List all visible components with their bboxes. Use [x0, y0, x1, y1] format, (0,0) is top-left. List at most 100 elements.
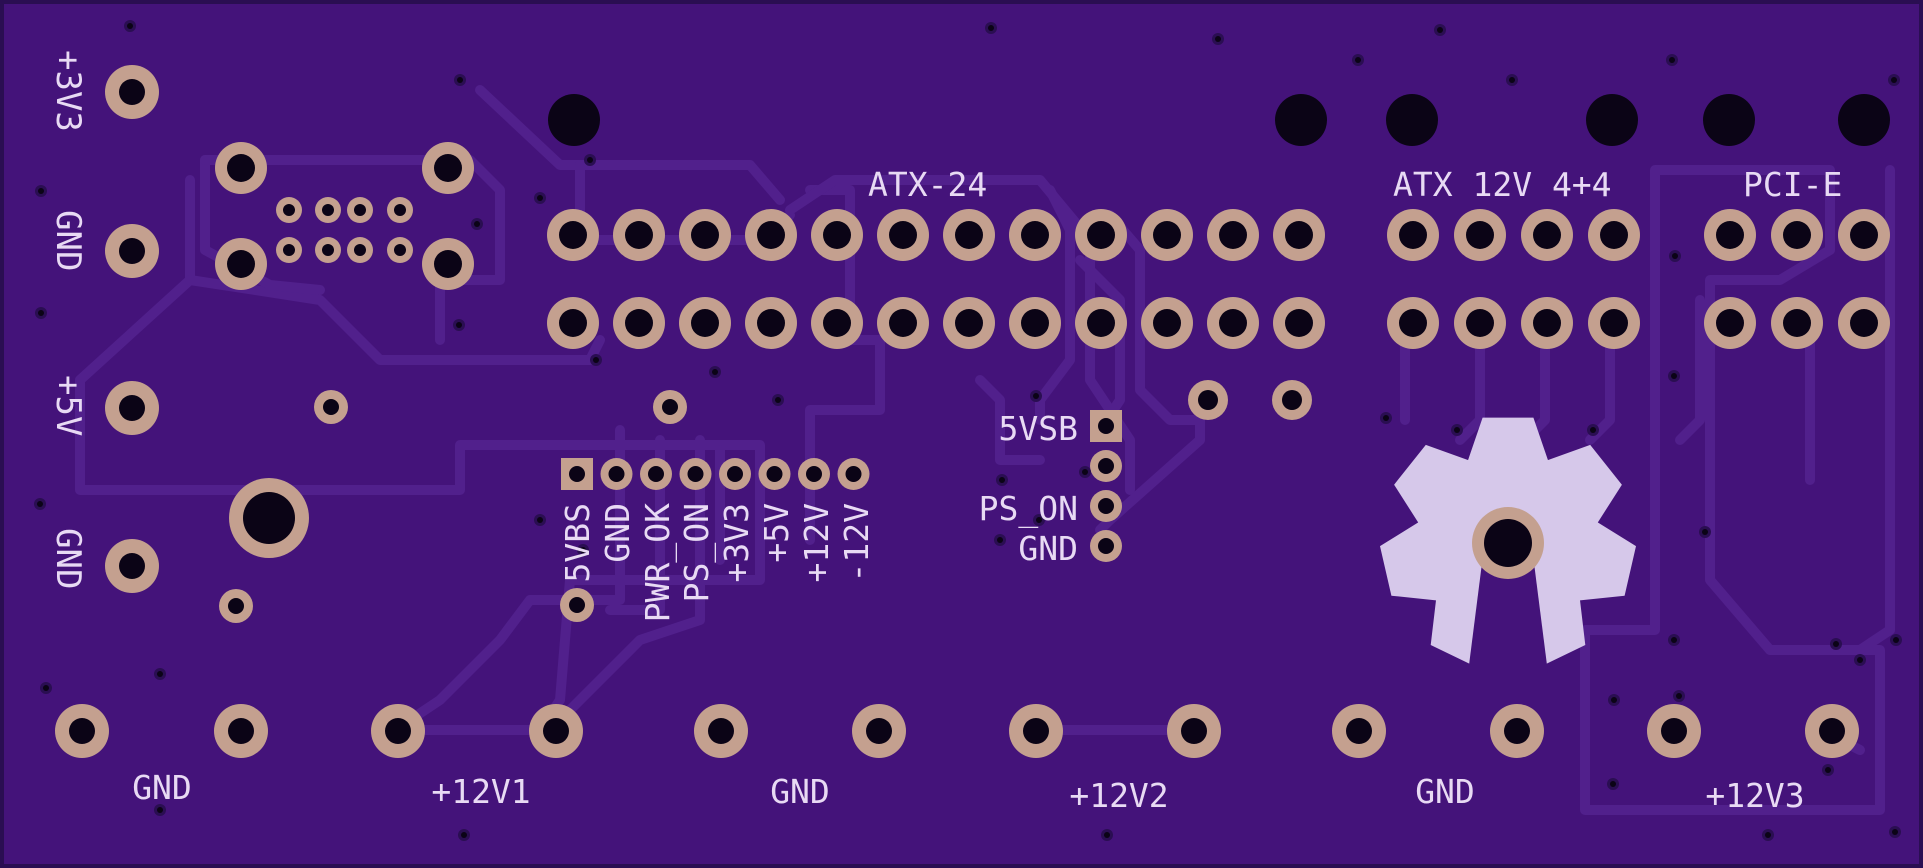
- label-header-3v3: +3V3: [717, 503, 756, 582]
- label-header-12v: +12V: [797, 503, 836, 582]
- usb-pin-1: [276, 197, 302, 223]
- pcie-pin-bottom-1-hole: [1716, 309, 1744, 337]
- usb-shield-1: [215, 142, 267, 194]
- label-switch-ps-on: PS_ON: [979, 489, 1078, 529]
- atx24-pin-bottom-6: [877, 297, 929, 349]
- via-hole-1: [127, 23, 133, 29]
- switch-pin-2: [1090, 450, 1122, 482]
- usb-footprint: [215, 142, 474, 290]
- left-pad-1: [105, 65, 159, 119]
- label-bottom-gnd-2: GND: [770, 772, 830, 811]
- atx24-pin-bottom-9: [1075, 297, 1127, 349]
- pcie-pin-bottom-2-hole: [1783, 309, 1811, 337]
- atx24-pin-top-2: [613, 209, 665, 261]
- via-22: [1822, 764, 1834, 776]
- atx24-pin-bottom-6-hole: [889, 309, 917, 337]
- bottom-pad-4: [529, 704, 583, 758]
- misc-pad-4: [560, 588, 594, 622]
- bottom-pad-9-hole: [1346, 718, 1372, 744]
- atx12v-pin-bottom-1-hole: [1399, 309, 1427, 337]
- bottom-pad-3-hole: [385, 718, 411, 744]
- via-34: [1033, 514, 1045, 526]
- bottom-pad-8-hole: [1181, 718, 1207, 744]
- atx24-pin-bottom-10-hole: [1153, 309, 1181, 337]
- atx12v-pin-top-3-hole: [1533, 221, 1561, 249]
- header-pin-4: [679, 458, 712, 490]
- atx24-pin-top-9: [1075, 209, 1127, 261]
- via-hole-7: [1891, 77, 1897, 83]
- header-pin-7-hole: [806, 466, 822, 482]
- via-hole-27: [1833, 641, 1839, 647]
- header-pin-3-hole: [648, 466, 664, 482]
- via-47: [1854, 654, 1866, 666]
- atx24-pin-bottom-5: [811, 297, 863, 349]
- bottom-pad-3: [371, 704, 425, 758]
- via-24: [1607, 778, 1619, 790]
- via-hole-29: [1702, 529, 1708, 535]
- atx24-pin-bottom-1: [547, 297, 599, 349]
- via-hole-43: [1383, 415, 1389, 421]
- label-atx12v: ATX 12V 4+4: [1393, 165, 1612, 204]
- label-switch-5vsb: 5VSB: [999, 409, 1078, 448]
- switch-pin-4: [1090, 530, 1122, 562]
- via-hole-41: [537, 517, 543, 523]
- bottom-pad-12: [1805, 704, 1859, 758]
- atx24-pin-bottom-12-hole: [1285, 309, 1313, 337]
- atx24-pin-bottom-9-hole: [1087, 309, 1115, 337]
- status-header: [561, 458, 870, 490]
- atx24-pin-top-10: [1141, 209, 1193, 261]
- header-pin-7: [798, 458, 830, 490]
- usb-pin-1-hole: [283, 204, 295, 216]
- via-38: [709, 366, 721, 378]
- misc-pad-2-hole: [662, 399, 678, 415]
- header-pin-8: [837, 458, 870, 490]
- pcie-pin-top-3: [1838, 209, 1890, 261]
- switch-pin-1-hole: [1098, 418, 1114, 434]
- atx24-pin-bottom-10: [1141, 297, 1193, 349]
- via-1: [124, 20, 136, 32]
- bottom-pad-9: [1332, 704, 1386, 758]
- via-hole-3: [1215, 36, 1221, 42]
- via-hole-6: [1669, 57, 1675, 63]
- misc-pad-6: [1272, 380, 1312, 420]
- atx24-pin-bottom-4-hole: [757, 309, 785, 337]
- label-bottom-gnd-1: GND: [132, 768, 192, 807]
- via-33: [996, 474, 1008, 486]
- switch-pin-1: [1090, 410, 1122, 442]
- via-17: [154, 804, 166, 816]
- atx12v-pin-bottom-3: [1521, 297, 1573, 349]
- pcie-pin-bottom-3: [1838, 297, 1890, 349]
- left-pad-4-hole: [119, 553, 145, 579]
- atx24-pin-bottom-3-hole: [691, 309, 719, 337]
- left-pad-3: [105, 381, 159, 435]
- via-hole-24: [1610, 781, 1616, 787]
- via-16: [40, 682, 52, 694]
- bottom-pad-8: [1167, 704, 1221, 758]
- atx24-pin-top-7: [943, 209, 995, 261]
- bottom-pad-6: [852, 704, 906, 758]
- via-44: [1451, 424, 1463, 436]
- via-hole-21: [1892, 829, 1898, 835]
- atx24-pin-bottom-8: [1009, 297, 1061, 349]
- atx24-pin-top-7-hole: [955, 221, 983, 249]
- usb-pin-3: [347, 197, 373, 223]
- pcie-connector: [1704, 209, 1890, 349]
- usb-pin-4-hole: [394, 204, 406, 216]
- via-28: [1890, 634, 1902, 646]
- silkscreen-labels: ATX-24 ATX 12V 4+4 PCI-E +3V3 GND +5V GN…: [48, 50, 1842, 815]
- usb-pin-2: [315, 197, 341, 223]
- bottom-pad-11: [1647, 704, 1701, 758]
- big-hole-hole: [243, 492, 295, 544]
- atx24-pin-bottom-5-hole: [823, 309, 851, 337]
- via-hole-38: [712, 369, 718, 375]
- via-21: [1889, 826, 1901, 838]
- atx24-pin-bottom-2-hole: [625, 309, 653, 337]
- mount-hole-2: [1275, 94, 1327, 146]
- atx12v-pin-bottom-2: [1454, 297, 1506, 349]
- misc-pad-3-hole: [228, 598, 244, 614]
- via-hole-11: [474, 221, 480, 227]
- via-hole-32: [1033, 393, 1039, 399]
- header-pin-2-hole: [608, 466, 625, 482]
- header-pin-3: [640, 458, 672, 490]
- big-hole: [229, 478, 309, 558]
